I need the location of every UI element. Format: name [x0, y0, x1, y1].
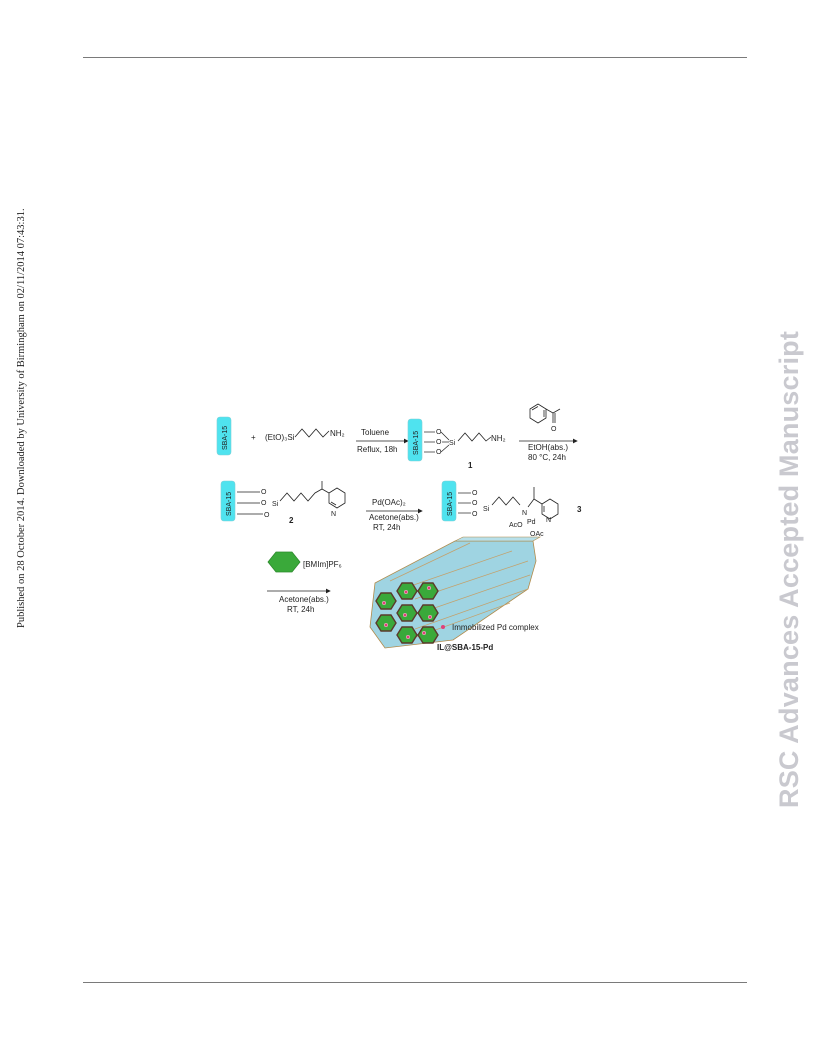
acetate-left: AcO	[509, 522, 523, 529]
siloxy-o-3b: O	[472, 500, 478, 507]
legend-dot	[441, 625, 445, 629]
synthesis-scheme: SBA-15 + (EtO)₃Si NH₂ Toluene Reflux, 18…	[210, 395, 610, 657]
step1-conditions: Reflux, 18h	[357, 445, 397, 454]
siloxy-o-3c: O	[472, 511, 478, 518]
pd-complex-chain	[491, 496, 521, 506]
sba15-label-1: SBA-15	[222, 426, 229, 450]
acetylpyridine-structure	[529, 403, 561, 424]
siloxy-o-2c: O	[264, 512, 270, 519]
siloxy-o-2b: O	[261, 500, 267, 507]
pyridine-ring-2	[321, 487, 346, 509]
pd-chelate-ring	[527, 487, 559, 520]
pyridine-n-2: N	[331, 511, 336, 518]
siloxy-o-1b: O	[436, 439, 442, 446]
pyridine-n-3: N	[546, 517, 551, 524]
sba15-support-box-4: SBA-15	[441, 480, 457, 522]
sba15-label-4: SBA-15	[447, 492, 454, 516]
sba15-support-box-1: SBA-15	[216, 416, 232, 456]
step2-solvent: EtOH(abs.)	[528, 443, 568, 452]
silicon-2: Si	[272, 501, 279, 508]
siloxy-o-3a: O	[472, 490, 478, 497]
amine-group-2: NH₂	[491, 434, 506, 443]
step4-conditions: RT, 24h	[287, 605, 314, 614]
silane-reagent: (EtO)₃Si	[265, 433, 295, 442]
step2-conditions: 80 °C, 24h	[528, 453, 566, 462]
propyl-chain-2	[457, 432, 492, 442]
publication-sidebar: Published on 28 October 2014. Downloaded…	[16, 208, 27, 628]
step4-solvent: Acetone(abs.)	[279, 595, 329, 604]
scheme-svg: SBA-15 + (EtO)₃Si NH₂ Toluene Reflux, 18…	[216, 403, 582, 652]
siloxy-o-1c: O	[436, 449, 442, 456]
step3-solvent: Acetone(abs.)	[369, 513, 419, 522]
imine-chain	[279, 488, 323, 502]
siloxy-o-1a: O	[436, 429, 442, 436]
pd-complex-dots	[381, 585, 432, 639]
top-rule	[83, 57, 747, 58]
sba15-support-box-3: SBA-15	[220, 480, 236, 522]
sba15-label-2: SBA-15	[413, 431, 420, 455]
siloxy-o-2a: O	[261, 489, 267, 496]
product-label: IL@SBA-15-Pd	[437, 643, 493, 652]
step3-conditions: RT, 24h	[373, 523, 400, 532]
palladium-center: Pd	[527, 519, 536, 526]
compound-number-2: 2	[289, 516, 294, 525]
step1-solvent: Toluene	[361, 428, 390, 437]
amine-group-1: NH₂	[330, 429, 345, 438]
plus-sign: +	[251, 433, 256, 442]
compound-number-1: 1	[468, 461, 473, 470]
propyl-chain-1	[294, 428, 330, 438]
silicon-1: Si	[449, 440, 456, 447]
compound-number-3: 3	[577, 505, 582, 514]
acetate-bottom: OAc	[530, 531, 544, 538]
ketone-oxygen: O	[551, 426, 557, 433]
step3-reagent: Pd(OAc)₂	[372, 498, 406, 507]
sba15-label-3: SBA-15	[226, 492, 233, 516]
ionic-liquid-hexagon	[267, 551, 301, 573]
imine-n-3: N	[522, 510, 527, 517]
bottom-rule	[83, 982, 747, 983]
ionic-liquid-label: [BMIm]PF₆	[303, 560, 342, 569]
sba15-support-box-2: SBA-15	[407, 418, 423, 462]
accepted-manuscript-watermark: RSC Advances Accepted Manuscript	[774, 330, 804, 808]
legend-text: Immobilized Pd complex	[452, 623, 539, 632]
silicon-3: Si	[483, 506, 490, 513]
